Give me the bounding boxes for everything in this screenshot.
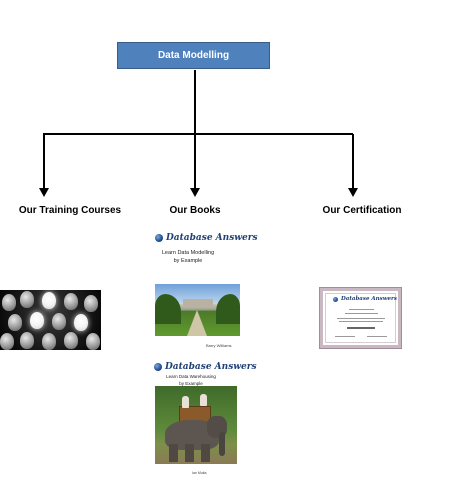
book-title-line2: by Example xyxy=(179,380,203,386)
bulb-icon xyxy=(20,291,34,308)
arrowhead-certification xyxy=(348,188,358,197)
bulb-icon xyxy=(64,293,78,310)
certificate-name-line xyxy=(347,327,375,329)
book-brand: Database Answers xyxy=(154,362,257,372)
book-title-line1: Learn Data Warehousing xyxy=(166,374,216,379)
branch-label-certification: Our Certification xyxy=(322,205,402,216)
rider-figure xyxy=(200,394,207,406)
certificate-date-line xyxy=(367,336,387,337)
book-author: Barry Williams xyxy=(206,343,232,348)
brand-name: Database Answers xyxy=(165,362,257,372)
bulb-icon xyxy=(8,314,22,331)
lightbulbs-image xyxy=(0,290,101,350)
bulb-icon xyxy=(0,333,14,350)
bulb-icon xyxy=(86,333,100,350)
castle-shape xyxy=(183,299,213,308)
bulb-icon xyxy=(2,294,16,311)
bulb-icon xyxy=(20,332,34,349)
branch-label-books: Our Books xyxy=(169,205,221,216)
certificate-text-line xyxy=(337,318,385,319)
castle-avenue-photo xyxy=(155,284,240,336)
bulb-icon xyxy=(52,313,66,330)
certificate-brand: Database Answers xyxy=(333,296,397,302)
bulb-icon xyxy=(64,332,78,349)
bulb-icon xyxy=(42,333,56,350)
arrowhead-training xyxy=(39,188,49,197)
globe-logo-icon xyxy=(333,296,338,302)
lit-bulb-icon xyxy=(42,292,56,309)
certificate-image: Database Answers xyxy=(319,287,402,349)
root-node-data-modelling: Data Modelling xyxy=(117,42,270,69)
book-author: Ian Mutia xyxy=(192,471,207,475)
book-title-line2: by Example xyxy=(173,257,203,264)
certificate-signature-line xyxy=(335,336,355,337)
certificate-brand-name: Database Answers xyxy=(341,296,397,302)
book-title: Learn Data Modelling by Example xyxy=(152,250,224,266)
bulb-icon xyxy=(84,295,98,312)
book-title: Learn Data Warehousing by Example xyxy=(156,374,226,387)
brand-name: Database Answers xyxy=(166,233,258,243)
globe-logo-icon xyxy=(155,234,163,242)
elephant-trunk xyxy=(219,432,225,456)
tree-line-left xyxy=(155,294,181,324)
rider-figure xyxy=(182,396,189,408)
elephant-leg xyxy=(201,444,210,462)
arrowhead-books xyxy=(190,188,200,197)
lit-bulb-icon xyxy=(74,314,88,331)
certificate-text-line xyxy=(345,313,378,314)
root-node-label: Data Modelling xyxy=(157,50,230,61)
branch-label-training-courses: Our Training Courses xyxy=(18,205,122,216)
certificate-inner-border xyxy=(325,293,396,343)
elephant-photo xyxy=(155,386,237,464)
book-brand: Database Answers xyxy=(155,233,258,243)
globe-logo-icon xyxy=(154,363,162,371)
elephant-leg xyxy=(185,444,194,462)
certificate-text-line xyxy=(349,309,374,310)
avenue-path xyxy=(187,310,207,336)
lit-bulb-icon xyxy=(30,312,44,329)
elephant-leg xyxy=(169,444,178,462)
book-title-line1: Learn Data Modelling xyxy=(161,250,215,256)
tree-line-right xyxy=(216,294,240,324)
certificate-text-line xyxy=(339,321,383,322)
